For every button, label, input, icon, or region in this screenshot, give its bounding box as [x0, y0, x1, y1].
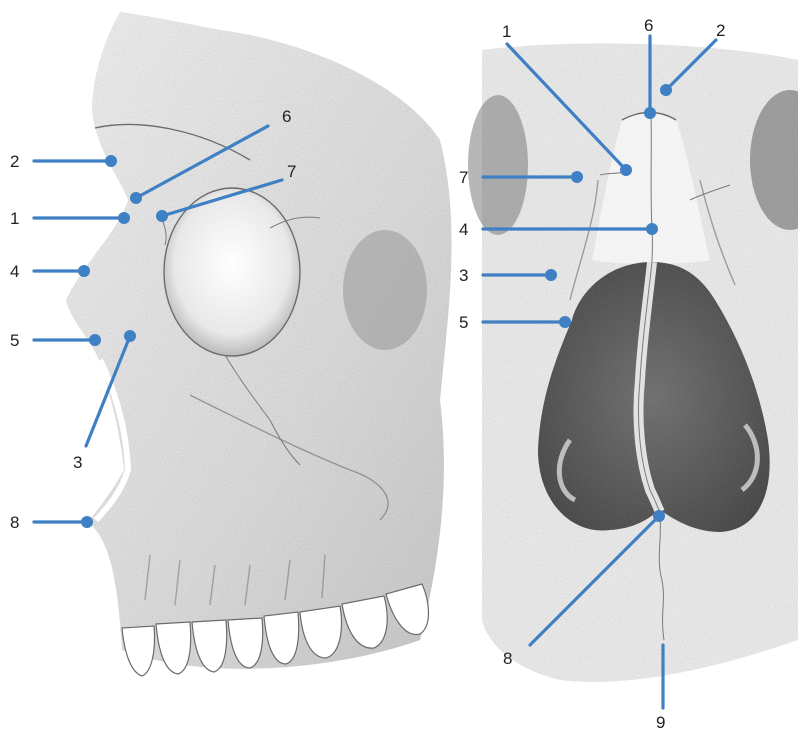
right-label-2: 2: [716, 21, 725, 40]
left-label-7: 7: [287, 162, 296, 181]
right-label-9: 9: [656, 713, 665, 732]
left-label-5: 5: [10, 331, 19, 350]
right-label-5: 5: [459, 313, 468, 332]
left-label-6: 6: [282, 107, 291, 126]
right-label-3: 3: [459, 266, 468, 285]
left-label-3: 3: [73, 453, 82, 472]
left-orbit-edge: [468, 95, 528, 235]
left-label-8: 8: [10, 513, 19, 532]
right-label-1: 1: [502, 22, 511, 41]
left-skull-illustration: [66, 12, 452, 676]
right-label-8: 8: [503, 649, 512, 668]
orbit-socket: [164, 188, 300, 356]
zygomatic-shadow: [343, 230, 427, 350]
left-label-2: 2: [10, 152, 19, 171]
right-label-7: 7: [459, 168, 468, 187]
right-nose-illustration: [468, 43, 798, 682]
right-label-4: 4: [459, 220, 468, 239]
right-label-6: 6: [644, 16, 653, 35]
left-label-4: 4: [10, 262, 19, 281]
left-label-1: 1: [10, 209, 19, 228]
